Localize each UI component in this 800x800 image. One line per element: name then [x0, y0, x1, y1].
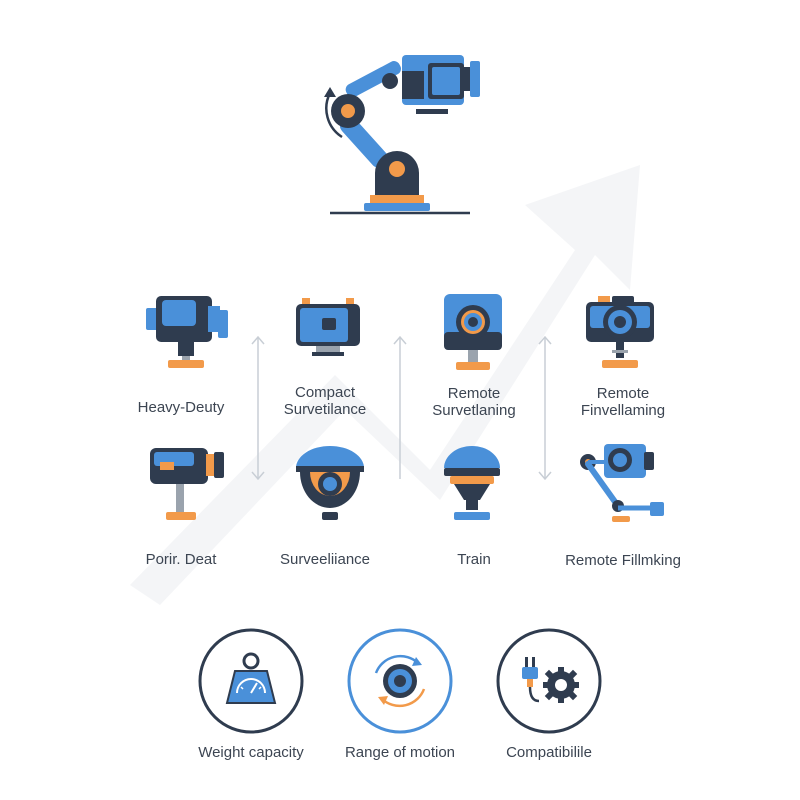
label-remote-filmmaking: Remote Finvellaming — [580, 385, 666, 419]
label-remote-filmmaking-2: Remote Fillmking — [565, 552, 681, 569]
compact-camera-icon — [296, 298, 360, 356]
robotic-arm-camera-icon — [324, 55, 480, 215]
camcorder-icon — [150, 448, 224, 520]
label-train: Train — [457, 551, 491, 568]
divider-arrow — [251, 335, 265, 481]
label-compact-surveillance: Compact Survetilance — [283, 384, 367, 418]
rotation-lens-icon — [347, 628, 453, 734]
feature-label-compatibility: Compatibilile — [506, 744, 592, 761]
feature-label-weight: Weight capacity — [198, 744, 304, 761]
dome-camera-icon — [296, 446, 364, 520]
label-surveillance: Surveeliiance — [279, 551, 371, 568]
plug-gear-icon — [496, 628, 602, 734]
pan-tilt-head-icon — [444, 446, 500, 520]
label-heavy-duty: Heavy-Deuty — [137, 399, 225, 416]
robot-arm-camera-icon — [580, 444, 664, 522]
divider-arrow — [393, 335, 407, 479]
dslr-camera-icon — [586, 296, 654, 368]
feature-label-motion: Range of motion — [344, 744, 456, 761]
weight-icon — [198, 628, 304, 734]
divider-arrow — [538, 335, 552, 481]
cinema-camera-icon — [146, 296, 228, 368]
label-portrait-desk: Porir. Deat — [145, 551, 217, 568]
action-camera-icon — [444, 294, 502, 370]
label-remote-surveillance: Remote Survetlaning — [432, 385, 516, 419]
